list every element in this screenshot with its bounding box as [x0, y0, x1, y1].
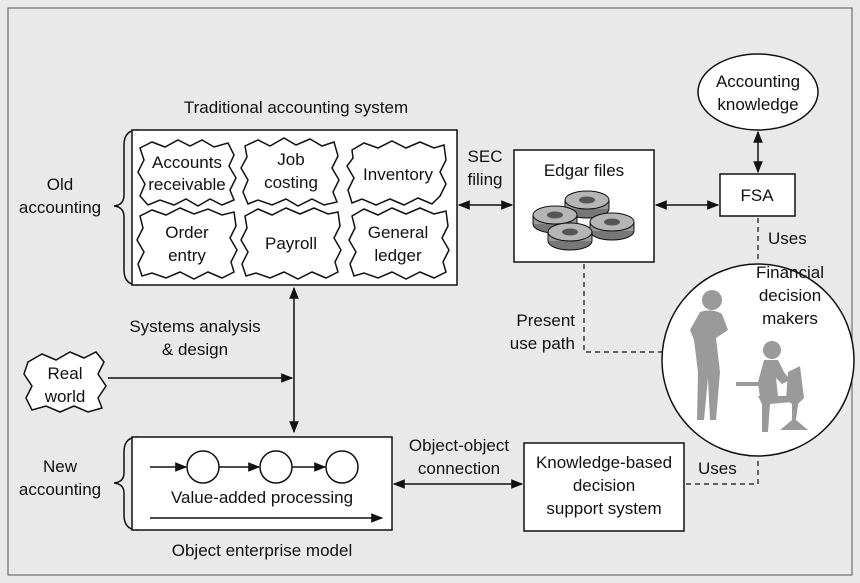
accounting-knowledge-ellipse — [697, 53, 819, 131]
module-accounts-receivable-line-1: Accounts — [152, 153, 222, 172]
old-accounting-label-1: Old — [47, 175, 73, 194]
decision-makers-line-3: makers — [762, 309, 818, 328]
new-accounting-brace — [113, 436, 139, 531]
module-general-ledger-line-1: General — [368, 223, 428, 242]
module-accounts-receivable-line-2: receivable — [148, 175, 226, 194]
new-accounting-label-2: accounting — [19, 480, 101, 499]
module-job-costing-line-1: Job — [277, 150, 304, 169]
module-accounts-receivable — [137, 139, 237, 207]
present-use-path-line-1: Present — [516, 311, 575, 330]
uses-bottom-label: Uses — [698, 459, 737, 478]
real-world-shape — [23, 351, 107, 413]
kbdss-line-2: decision — [573, 476, 635, 495]
systems-analysis-line-1: Systems analysis — [129, 317, 260, 336]
module-payroll — [240, 207, 342, 280]
edgar-files-label: Edgar files — [544, 161, 624, 180]
process-flow — [150, 450, 359, 484]
traditional-system-title: Traditional accounting system — [184, 98, 408, 117]
seated-person-silhouette — [736, 341, 808, 432]
module-order-entry-line-2: entry — [168, 246, 206, 265]
object-connection-line-1: Object-object — [409, 436, 509, 455]
old-accounting-brace — [113, 129, 139, 286]
uses-top-label: Uses — [768, 229, 807, 248]
new-accounting-label-1: New — [43, 457, 78, 476]
decision-makers-line-2: decision — [759, 286, 821, 305]
module-inventory-line-1: Inventory — [363, 165, 433, 184]
fsa-label: FSA — [740, 186, 774, 205]
module-job-costing-line-2: costing — [264, 173, 318, 192]
object-enterprise-model-box — [131, 436, 393, 531]
kbdss-line-3: support system — [546, 499, 661, 518]
module-job-costing — [240, 137, 340, 207]
old-accounting-label-2: accounting — [19, 198, 101, 217]
kbdss-box — [523, 442, 685, 532]
real-world-line-1: Real — [48, 364, 83, 383]
accounting-knowledge-line-2: knowledge — [717, 95, 798, 114]
value-added-processing-label: Value-added processing — [171, 488, 353, 507]
sec-filing-label-2: filing — [468, 170, 503, 189]
accounting-knowledge-line-1: Accounting — [716, 72, 800, 91]
module-inventory — [346, 140, 447, 206]
real-world-line-2: world — [44, 387, 86, 406]
present-use-path-dashed-line — [583, 264, 662, 353]
sec-filing-label-1: SEC — [468, 147, 503, 166]
object-connection-line-2: connection — [418, 459, 500, 478]
disk-stack-icon — [532, 190, 635, 251]
kbdss-line-1: Knowledge-based — [536, 453, 672, 472]
fsa-box — [719, 173, 796, 217]
object-enterprise-model-title: Object enterprise model — [172, 541, 352, 560]
standing-person-silhouette — [690, 290, 728, 420]
present-use-path-line-2: use path — [510, 334, 575, 353]
module-order-entry-line-1: Order — [165, 223, 209, 242]
module-general-ledger-line-2: ledger — [374, 246, 422, 265]
module-order-entry — [136, 207, 238, 280]
kbdss-uses-dashed-line — [686, 458, 759, 485]
module-payroll-line-1: Payroll — [265, 234, 317, 253]
module-general-ledger — [348, 207, 450, 280]
decision-makers-line-1: Financial — [756, 263, 824, 282]
systems-analysis-line-2: & design — [162, 340, 228, 359]
